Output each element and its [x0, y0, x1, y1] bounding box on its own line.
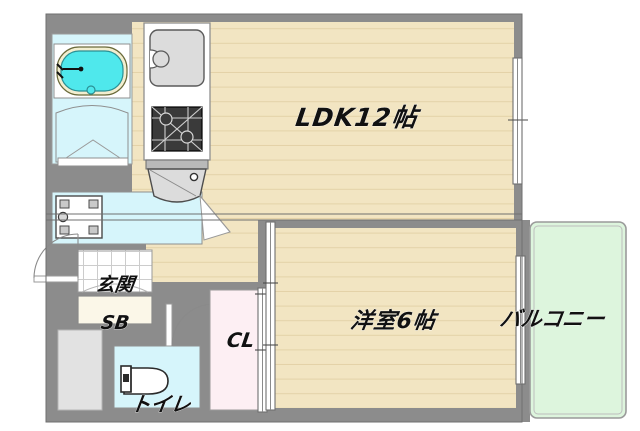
- room-entrance: [33, 233, 153, 325]
- washing-machine-pan: [55, 195, 103, 239]
- outer-outline: [45, 13, 523, 423]
- room-label-closet: CL: [225, 328, 257, 353]
- room-closet: [209, 287, 270, 413]
- bedroom-balcony-window[interactable]: [515, 255, 526, 385]
- shoe-box: [77, 295, 153, 325]
- toilet-door[interactable]: [165, 303, 215, 347]
- room-label-entrance: 玄関: [94, 274, 136, 297]
- bathtub: [53, 43, 131, 99]
- room-label-shoebox: SB: [99, 312, 131, 335]
- room-bathroom: [51, 33, 133, 167]
- room-label-balcony: バルコニー: [498, 307, 607, 332]
- room-toilet: [113, 303, 215, 409]
- wash-basin: [145, 159, 209, 203]
- gas-stove: [151, 106, 203, 152]
- bathroom-door[interactable]: [57, 139, 129, 167]
- kitchen-sink: [149, 29, 205, 87]
- room-label-toilet: トイレ: [129, 392, 193, 417]
- kitchen-counter: [143, 22, 211, 161]
- room-label-bedroom: 洋室6帖: [348, 309, 438, 335]
- bedroom-sliding-door[interactable]: [263, 221, 278, 411]
- toilet-bowl: [120, 365, 169, 395]
- room-washroom: [51, 159, 231, 245]
- ldk-window-east[interactable]: [508, 57, 528, 185]
- pipe-shaft: [57, 329, 103, 411]
- room-bedroom: [263, 221, 516, 411]
- room-label-ldk: LDK12帖: [293, 103, 420, 133]
- balcony: [515, 221, 627, 419]
- entrance-door[interactable]: [33, 233, 79, 283]
